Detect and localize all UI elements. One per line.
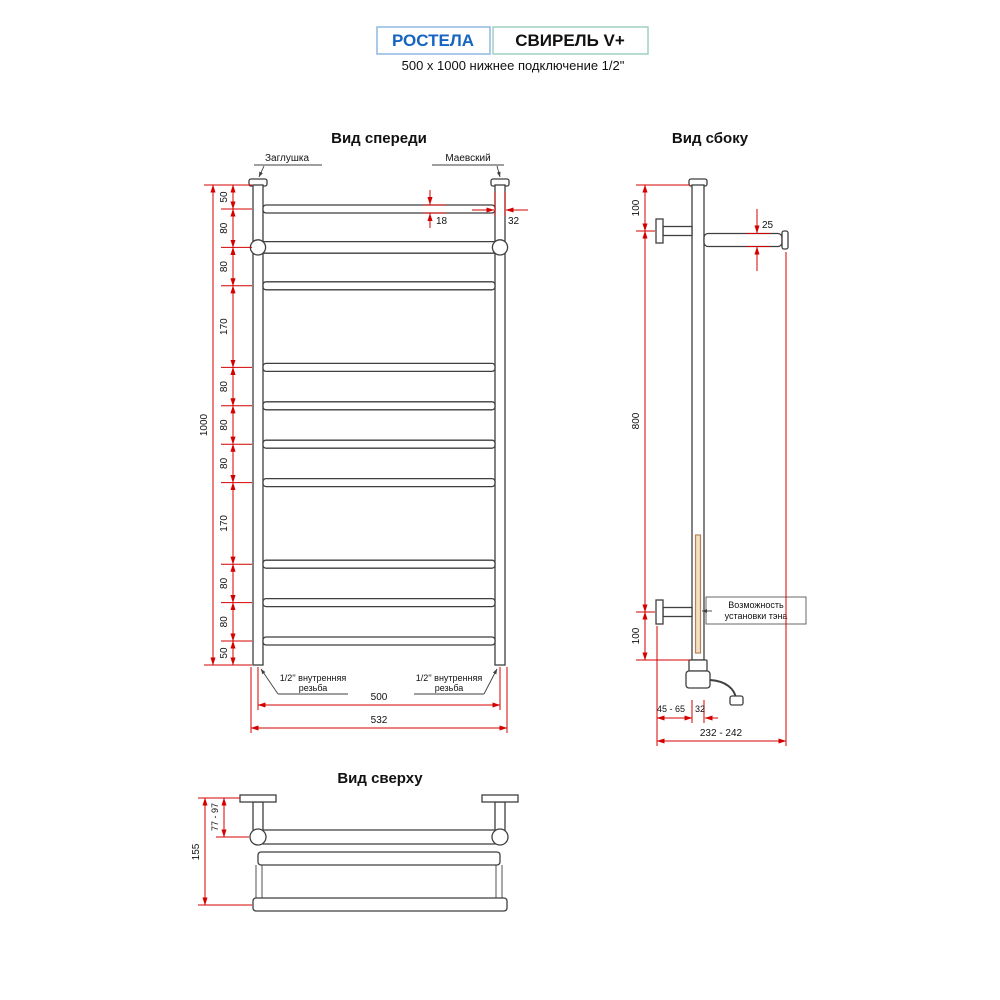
- dim-text: 50: [219, 191, 230, 203]
- front-thread-callouts: 1/2'' внутренняя резьба 1/2'' внутренняя…: [260, 668, 498, 695]
- bottom-bracket-plate: [655, 599, 664, 625]
- overall-width-text: 532: [371, 715, 388, 726]
- front-bar-top: [257, 829, 501, 845]
- top-depth-text: 155: [191, 843, 202, 860]
- front-bar-endcap: [781, 230, 789, 250]
- collector-diameter-text: 32: [508, 216, 520, 227]
- brand-box: [376, 26, 491, 55]
- rung: [262, 477, 496, 488]
- top-bracket-plate: [655, 218, 664, 244]
- bracket-span-text: 800: [631, 412, 642, 429]
- top-view-body: [239, 794, 519, 912]
- rung: [262, 439, 496, 449]
- front-total-height-dim: 1000: [199, 184, 216, 666]
- rung: [262, 559, 496, 569]
- front-bar-end-right: [491, 239, 509, 256]
- rung: [262, 362, 496, 373]
- front-bar-end-left: [249, 239, 267, 256]
- heating-element-head: [685, 670, 711, 689]
- front-view-title: Вид спереди: [331, 130, 427, 147]
- dim-text: 50: [219, 647, 230, 659]
- axis-width-text: 500: [371, 692, 388, 703]
- front-bar-end-left: [249, 828, 267, 846]
- ten-note-line1: Возможность: [728, 600, 784, 610]
- top-offset-text: 100: [631, 199, 642, 216]
- top-view-title: Вид сверху: [337, 770, 423, 787]
- right-collector: [494, 184, 506, 666]
- cable-plug: [729, 695, 744, 706]
- overall-depth-text: 232 - 242: [700, 728, 743, 739]
- front-bar: [257, 240, 501, 254]
- ten-note-box: [705, 596, 807, 625]
- side-depth-dims: 45 - 65 32 232 - 242: [656, 252, 787, 746]
- ten-note: Возможность установки тэна: [701, 596, 807, 625]
- left-collector: [252, 184, 264, 666]
- side-view-body: [655, 178, 789, 706]
- rung: [262, 597, 496, 608]
- top-view-dims: 77 - 97 155: [191, 797, 252, 906]
- brand-name: РОСТЕЛА: [392, 31, 474, 50]
- side-view: Вид сбоку 100 800: [631, 130, 807, 746]
- side-bar-diameter-dim: 25: [746, 209, 774, 271]
- thread-right-leader: [483, 668, 498, 695]
- dim-text: 80: [219, 222, 230, 234]
- left-bracket-plate: [239, 794, 277, 803]
- front-bar-end-right: [491, 828, 509, 846]
- ten-note-line2: установки тэна: [725, 611, 788, 621]
- dim-text: 80: [219, 616, 230, 628]
- dim-text: 80: [219, 577, 230, 589]
- valve-leader: [496, 165, 501, 178]
- dim-text: 170: [219, 515, 230, 532]
- wall-to-post-text: 45 - 65: [657, 704, 685, 714]
- valve-label: Маевский: [445, 153, 490, 164]
- right-bracket-plate: [481, 794, 519, 803]
- side-extension-lines: [636, 184, 690, 661]
- bar-diameter-text: 25: [762, 220, 774, 231]
- front-extension-lines: [204, 184, 252, 666]
- dim-text: 80: [219, 457, 230, 469]
- model-box: [492, 26, 649, 55]
- front-width-dims: 500 532: [250, 667, 508, 733]
- plug-label: Заглушка: [265, 153, 309, 164]
- thread-left-line1: 1/2'' внутренняя: [280, 673, 347, 683]
- dim-text: 80: [219, 419, 230, 431]
- side-height-dims: 100 800 100: [631, 184, 648, 661]
- dim-text: 170: [219, 318, 230, 335]
- top-bracket-stem: [662, 225, 693, 237]
- heating-element-tube: [694, 534, 702, 654]
- right-bracket-stem: [494, 801, 506, 833]
- thread-right-line1: 1/2'' внутренняя: [416, 673, 483, 683]
- header: РОСТЕЛА СВИРЕЛЬ V+ 500 x 1000 нижнее под…: [376, 26, 649, 73]
- dim-text: 80: [219, 381, 230, 393]
- rung-diameter-text: 18: [436, 216, 448, 227]
- bottom-bracket-stem: [662, 606, 693, 618]
- rung: [262, 401, 496, 411]
- bottom-offset-text: 100: [631, 627, 642, 644]
- front-view-ladder: [248, 178, 510, 666]
- front-dimension-chain: 50 80 80 170 80 80 80 170 80 80 50: [219, 184, 236, 666]
- rung: [262, 281, 496, 291]
- rung: [262, 204, 496, 214]
- rung-band: [257, 851, 501, 866]
- left-bracket-stem: [252, 801, 264, 833]
- rung: [262, 636, 496, 646]
- top-view: Вид сверху 77 - 97 155: [191, 770, 519, 912]
- dim-text: 80: [219, 261, 230, 273]
- front-view-labels: Заглушка Маевский: [254, 153, 504, 178]
- total-height-text: 1000: [199, 413, 210, 436]
- collector-band: [252, 897, 508, 912]
- subtitle: 500 x 1000 нижнее подключение 1/2": [402, 58, 625, 73]
- front-bar-side: [703, 232, 783, 248]
- front-view: Вид спереди Заглушка Маевский: [199, 130, 528, 733]
- thread-left-line2: резьба: [299, 683, 328, 693]
- post-diameter-text: 32: [695, 704, 705, 714]
- side-view-title: Вид сбоку: [672, 130, 749, 147]
- front-diameter-dims: 18 32: [423, 190, 528, 228]
- thread-right-line2: резьба: [435, 683, 464, 693]
- heating-element-collar: [688, 659, 708, 672]
- model-name: СВИРЕЛЬ V+: [515, 31, 625, 50]
- thread-left-leader: [260, 668, 279, 695]
- plug-leader: [258, 165, 265, 178]
- wall-to-bar-text: 77 - 97: [210, 803, 220, 831]
